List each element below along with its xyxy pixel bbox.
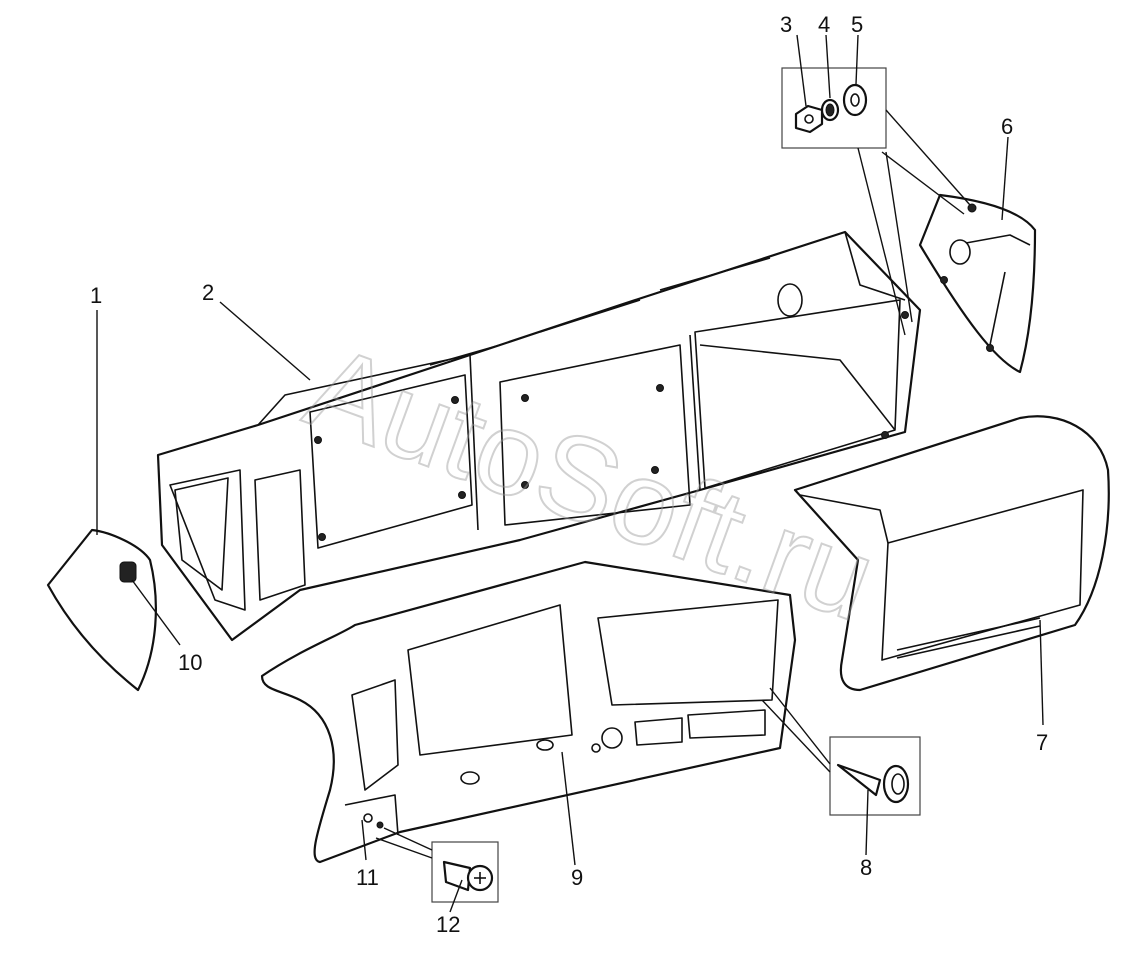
- callout-6: 6: [1001, 114, 1013, 139]
- callout-8: 8: [860, 855, 872, 880]
- dashboard-frame: [156, 230, 922, 642]
- left-side-cover: [46, 528, 157, 692]
- fastener-group-top: [781, 67, 887, 149]
- callout-labels: 1 2 3 4 5 6 7 8 9 10 11 12: [90, 12, 1048, 937]
- callout-10: 10: [178, 650, 202, 675]
- callout-3: 3: [780, 12, 792, 37]
- callout-9: 9: [571, 865, 583, 890]
- callout-5: 5: [851, 12, 863, 37]
- callout-7: 7: [1036, 730, 1048, 755]
- callout-2: 2: [202, 280, 214, 305]
- screw-12: [431, 841, 499, 903]
- callout-1: 1: [90, 283, 102, 308]
- glovebox-panel: [793, 415, 1110, 692]
- leader-lines: [96, 34, 1044, 913]
- instrument-panel: [260, 560, 797, 864]
- screw-8: [829, 736, 921, 816]
- callout-4: 4: [818, 12, 830, 37]
- right-side-bracket: [918, 193, 1037, 374]
- callout-11: 11: [356, 865, 379, 890]
- callout-12: 12: [436, 912, 460, 937]
